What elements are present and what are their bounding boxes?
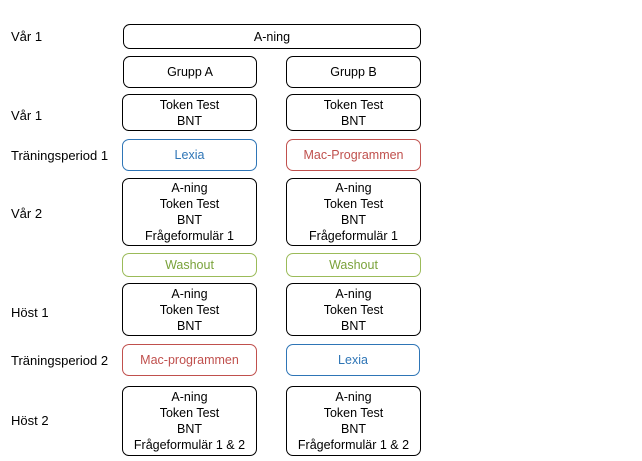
- host1-tests-a-box: A-ning Token Test BNT: [122, 283, 257, 336]
- washout-a-box: Washout: [122, 253, 257, 277]
- group-b-box: Grupp B: [286, 56, 421, 88]
- training-label: Lexia: [338, 353, 368, 367]
- test-item: BNT: [177, 213, 202, 227]
- training-label: Mac-programmen: [140, 353, 239, 367]
- row-label-var2: Vår 2: [11, 206, 43, 221]
- test-item: BNT: [341, 318, 366, 333]
- test-item: Token Test: [323, 197, 384, 211]
- test-item: Token Test: [323, 302, 384, 317]
- test-item: Frågeformulär 1 & 2: [133, 438, 246, 452]
- training-label: Mac-Programmen: [303, 148, 404, 162]
- var1-tests-a-box: Token Test BNT: [122, 94, 257, 131]
- training1-a-lexia-box: Lexia: [122, 139, 257, 171]
- row-label-training-period-1: Träningsperiod 1: [11, 148, 109, 163]
- training-label: Lexia: [174, 148, 205, 162]
- row-label-host1: Höst 1: [11, 305, 49, 320]
- test-item: Token Test: [323, 406, 384, 420]
- test-item: BNT: [341, 113, 366, 128]
- washout-label: Washout: [329, 258, 378, 272]
- a-ning-box: A-ning: [123, 24, 421, 49]
- test-item: BNT: [177, 422, 202, 436]
- test-item: A-ning: [335, 286, 372, 301]
- test-item: Token Test: [159, 406, 220, 420]
- test-item: A-ning: [171, 181, 208, 195]
- training1-b-mac-box: Mac-Programmen: [286, 139, 421, 171]
- test-item: BNT: [177, 318, 202, 333]
- test-item: BNT: [341, 422, 366, 436]
- row-label-var1-top: Vår 1: [11, 29, 43, 44]
- test-item: A-ning: [335, 390, 372, 404]
- var1-tests-b-box: Token Test BNT: [286, 94, 421, 131]
- test-item: Frågeformulär 1 & 2: [297, 438, 410, 452]
- test-item: BNT: [341, 213, 366, 227]
- row-label-host2: Höst 2: [11, 413, 49, 428]
- host1-tests-b-box: A-ning Token Test BNT: [286, 283, 421, 336]
- washout-label: Washout: [165, 258, 214, 272]
- test-item: BNT: [177, 113, 202, 128]
- test-item: Frågeformulär 1: [145, 229, 234, 243]
- test-item: Token Test: [159, 197, 220, 211]
- a-ning-box-text: A-ning: [253, 29, 291, 44]
- var2-tests-a-box: A-ning Token Test BNT Frågeformulär 1: [122, 178, 257, 246]
- var2-tests-b-box: A-ning Token Test BNT Frågeformulär 1: [286, 178, 421, 246]
- group-a-box: Grupp A: [123, 56, 257, 88]
- group-b-label: Grupp B: [330, 65, 377, 79]
- training2-a-mac-box: Mac-programmen: [122, 344, 257, 376]
- host2-tests-b-box: A-ning Token Test BNT Frågeformulär 1 & …: [286, 386, 421, 456]
- training2-b-lexia-box: Lexia: [286, 344, 420, 376]
- test-item: A-ning: [171, 286, 208, 301]
- group-a-label: Grupp A: [167, 65, 213, 79]
- test-item: Frågeformulär 1: [309, 229, 398, 243]
- test-item: Token Test: [159, 97, 220, 112]
- washout-b-box: Washout: [286, 253, 421, 277]
- row-label-var1: Vår 1: [11, 108, 43, 123]
- test-item: A-ning: [335, 181, 372, 195]
- test-item: Token Test: [159, 302, 220, 317]
- test-item: A-ning: [171, 390, 208, 404]
- test-item: Token Test: [323, 97, 384, 112]
- row-label-training-period-2: Träningsperiod 2: [11, 353, 109, 368]
- host2-tests-a-box: A-ning Token Test BNT Frågeformulär 1 & …: [122, 386, 257, 456]
